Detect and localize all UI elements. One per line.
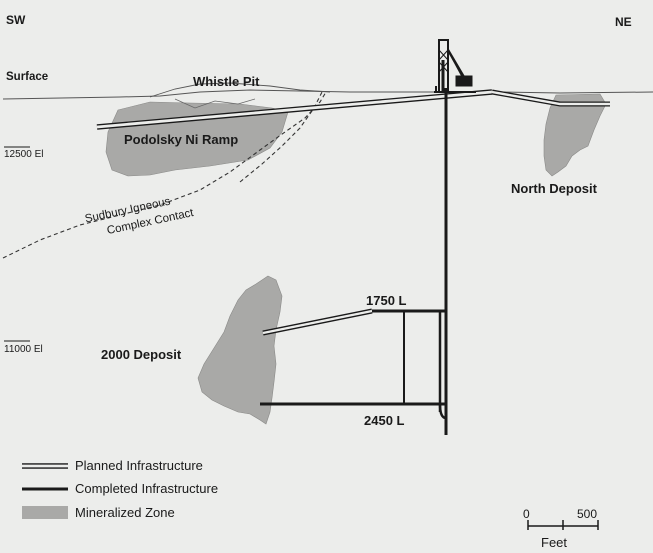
legend-planned-label: Planned Infrastructure — [75, 458, 203, 473]
whistle-pit-outline — [149, 82, 331, 98]
legend: Planned Infrastructure Completed Infrast… — [22, 458, 218, 520]
ne-label: NE — [615, 15, 632, 29]
sw-label: SW — [6, 13, 26, 27]
shaft-bottom-curve — [438, 403, 447, 420]
level-2450-label: 2450 L — [364, 413, 405, 428]
north-deposit-zone — [543, 93, 607, 177]
scale-max-label: 500 — [577, 507, 597, 521]
pit-waste-dump-line — [174, 98, 256, 109]
scale-unit-label: Feet — [541, 535, 567, 550]
surface-label: Surface — [6, 71, 48, 83]
north-deposit-label: North Deposit — [511, 181, 598, 196]
whistle-pit-label: Whistle Pit — [193, 74, 260, 89]
legend-completed-label: Completed Infrastructure — [75, 481, 218, 496]
legend-mineralized-swatch — [22, 506, 68, 519]
scale-bar: 0 500 Feet — [523, 507, 599, 550]
elevation-12500-label: 12500 El — [4, 149, 43, 160]
elevation-11000-label: 11000 El — [4, 344, 43, 355]
legend-mineralized-label: Mineralized Zone — [75, 505, 175, 520]
podolsky-label: Podolsky Ni Ramp — [124, 132, 238, 147]
level-1750-label: 1750 L — [366, 293, 407, 308]
deposit-2000-label: 2000 Deposit — [101, 347, 182, 362]
sic-contact-line — [2, 91, 327, 259]
headframe-icon — [434, 39, 476, 93]
deposit-2000-zone — [197, 275, 283, 425]
scale-zero-label: 0 — [523, 507, 530, 521]
